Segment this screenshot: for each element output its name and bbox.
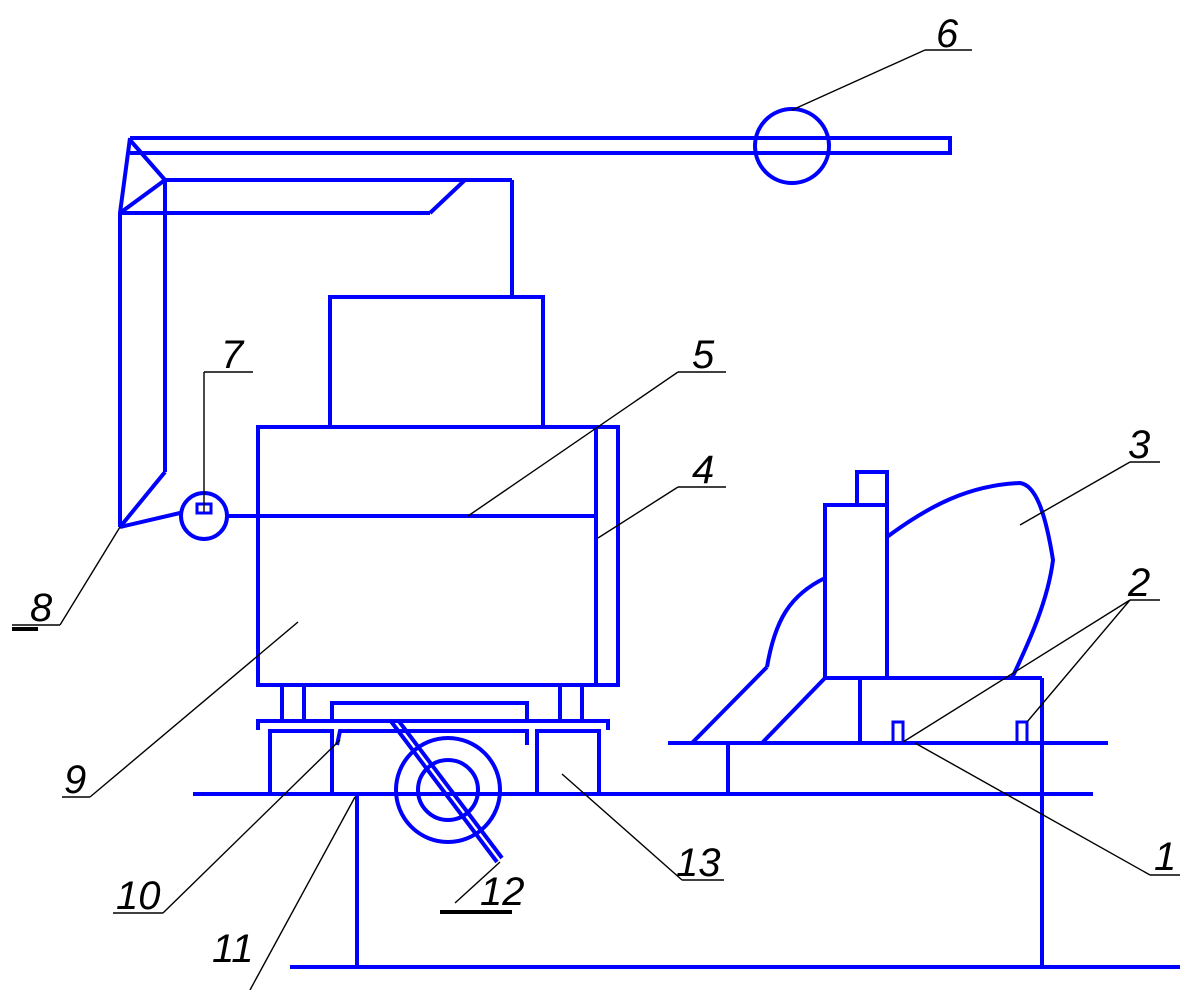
callout-1: 1 (1154, 835, 1176, 879)
base-frame-11 (193, 678, 1180, 969)
callout-4: 4 (692, 448, 714, 492)
callout-2: 2 (1127, 561, 1150, 605)
leader-lines (12, 49, 1180, 990)
upper-block (328, 295, 545, 429)
callout-13: 13 (676, 841, 721, 885)
workpiece-3 (885, 480, 1056, 679)
callout-5: 5 (692, 333, 715, 377)
boom-arm (118, 136, 952, 529)
callout-10: 10 (116, 874, 161, 918)
clamp-post (823, 470, 889, 680)
callout-8: 8 (30, 586, 53, 630)
drive-wheel-12 (388, 718, 504, 864)
callout-3: 3 (1128, 423, 1150, 467)
boom-pulley-6 (753, 107, 831, 185)
main-housing-9 (227, 425, 620, 687)
callout-9: 9 (64, 758, 86, 802)
callout-7: 7 (221, 333, 245, 377)
callout-6: 6 (936, 12, 959, 56)
workpiece-3-lower (765, 576, 826, 668)
callout-12: 12 (480, 870, 525, 914)
callout-11: 11 (212, 927, 254, 971)
